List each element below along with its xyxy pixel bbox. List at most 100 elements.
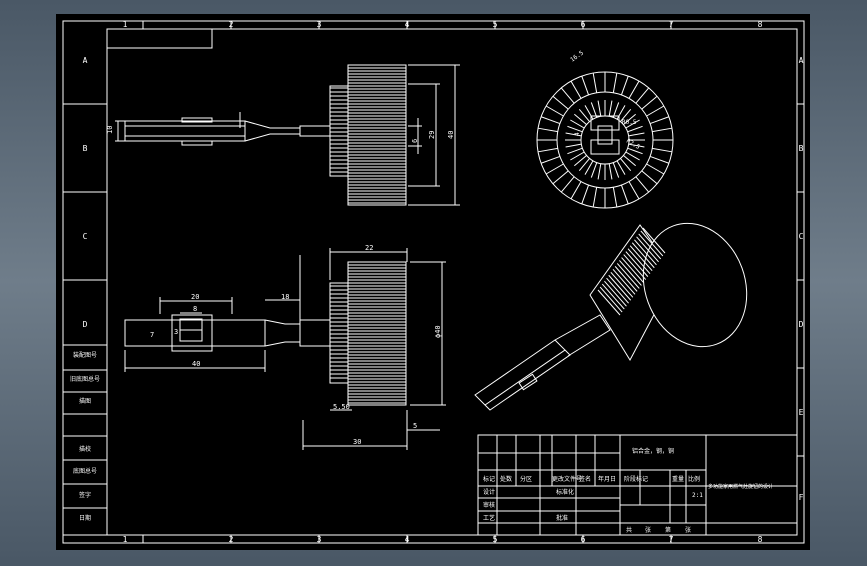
gear-inner-line — [608, 100, 613, 117]
gear-tooth-line — [641, 95, 658, 110]
gear-inner-line — [620, 158, 632, 171]
gear-inner-line — [584, 160, 594, 175]
side-cell-2: 旧底图总号 — [70, 375, 100, 383]
gear-tooth-line — [570, 181, 582, 200]
gear-inner-line — [574, 155, 587, 167]
gear-inner-line — [565, 143, 582, 148]
gear-tooth-line — [540, 116, 561, 125]
iso-knurl-line — [631, 242, 655, 269]
title-scale: 2:1 — [692, 492, 703, 499]
col-label-bottom-3: 3 — [317, 535, 322, 544]
iso-knurl-line — [606, 277, 629, 304]
side-record-table — [62, 344, 108, 536]
gear-inner-line — [590, 162, 598, 178]
gear-inner-line — [570, 119, 585, 129]
side-cell-7: 日期 — [79, 514, 91, 522]
title-bottom-3: 第 — [665, 526, 671, 534]
iso-knurl-line — [636, 236, 659, 263]
gear-tooth-line — [570, 80, 582, 99]
title-col-label-3: 比例 — [688, 475, 700, 483]
dim-gear-d: 4 — [574, 132, 581, 136]
gear-inner-line — [578, 109, 590, 122]
gear-tooth-line — [641, 170, 658, 185]
gear-tooth-line — [537, 147, 558, 153]
title-row-label-4: 更改文件号 — [552, 475, 582, 483]
iso-knurl-line — [604, 280, 627, 307]
iso-knurl-line — [642, 227, 666, 254]
side-cell-6: 签字 — [79, 491, 91, 499]
title-bottom-1: 共 — [626, 526, 632, 534]
iso-knurl-line — [629, 245, 653, 272]
iso-knurl-line — [601, 283, 625, 310]
gear-tooth-line — [620, 184, 629, 205]
dim-top-40: 40 — [447, 131, 455, 139]
dim-front-30: 30 — [353, 438, 361, 446]
title-row-label-6: 年月日 — [598, 475, 616, 483]
col-label-bottom-2: 2 — [229, 535, 234, 544]
title-col-label-2: 重量 — [672, 475, 684, 483]
col-label-bottom-8: 8 — [758, 535, 763, 544]
title-drawing-name: 多功能家用燃气灶旋钮的设计 — [708, 483, 773, 490]
gear-tooth-line — [646, 163, 665, 175]
gear-tooth-line — [649, 116, 670, 125]
row-label-right-c: C — [799, 232, 804, 241]
dim-front-dia40: ϕ40 — [434, 325, 442, 338]
front-view-knurl — [330, 264, 406, 404]
gear-inner-line — [565, 132, 582, 137]
col-label-top-3: 3 — [317, 20, 322, 29]
gear-tooth-line — [540, 155, 561, 164]
title-block — [477, 434, 798, 536]
gear-tooth-line — [552, 95, 569, 110]
col-label-top-1: 1 — [123, 20, 128, 29]
gear-inner-line — [616, 105, 626, 120]
title-row-label-1: 标记 — [483, 475, 495, 483]
row-label-left-a: A — [83, 56, 88, 65]
gear-tooth-line — [560, 87, 575, 104]
gear-inner-line — [567, 125, 583, 133]
gear-tooth-line — [537, 127, 558, 133]
gear-inner-line — [628, 132, 645, 137]
title-staff-2: 审核 — [483, 501, 495, 509]
side-cell-1: 装配图号 — [73, 351, 97, 359]
iso-knurl-line — [627, 248, 651, 274]
gear-tooth-line — [635, 87, 650, 104]
dim-front-550: 5.50 — [333, 403, 350, 411]
title-row-label-3: 分区 — [520, 475, 532, 483]
gear-tooth-line — [652, 127, 673, 133]
gear-inner-line — [584, 105, 594, 120]
title-col-label-1: 阶段标记 — [624, 475, 648, 483]
dim-front-8: 8 — [193, 305, 197, 313]
top-view — [115, 64, 460, 206]
inner-frame — [106, 28, 798, 536]
iso-knurl-line — [612, 269, 636, 295]
iso-knurl-line — [619, 260, 642, 286]
col-label-bottom-6: 6 — [581, 535, 586, 544]
side-cell-3: 描图 — [79, 397, 91, 405]
gear-tooth-line — [592, 72, 598, 93]
col-label-bottom-4: 4 — [405, 535, 410, 544]
gear-tooth-line — [545, 163, 564, 175]
row-label-right-e: E — [799, 408, 804, 417]
side-cell-5: 底图总号 — [73, 467, 97, 475]
gear-inner-line — [608, 163, 613, 180]
gear-inner-line — [570, 151, 585, 161]
col-label-top-7: 7 — [669, 20, 674, 29]
title-row-label-2: 处数 — [500, 475, 512, 483]
gear-inner-line — [616, 160, 626, 175]
gear-tooth-line — [560, 176, 575, 193]
dim-gear-b: R0.5 — [622, 119, 637, 126]
isometric-view — [474, 222, 748, 411]
corner-box — [106, 28, 213, 49]
iso-knurl-line — [621, 257, 644, 283]
iso-knurl-line — [610, 271, 634, 298]
row-label-right-d: D — [799, 320, 804, 329]
col-label-bottom-7: 7 — [669, 535, 674, 544]
title-staff-3: 工艺 — [483, 514, 495, 522]
row-label-left-c: C — [83, 232, 88, 241]
gear-inner-line — [625, 119, 640, 129]
gear-inner-line — [590, 102, 598, 118]
gear-tooth-line — [620, 75, 629, 96]
gear-tooth-line — [552, 170, 569, 185]
